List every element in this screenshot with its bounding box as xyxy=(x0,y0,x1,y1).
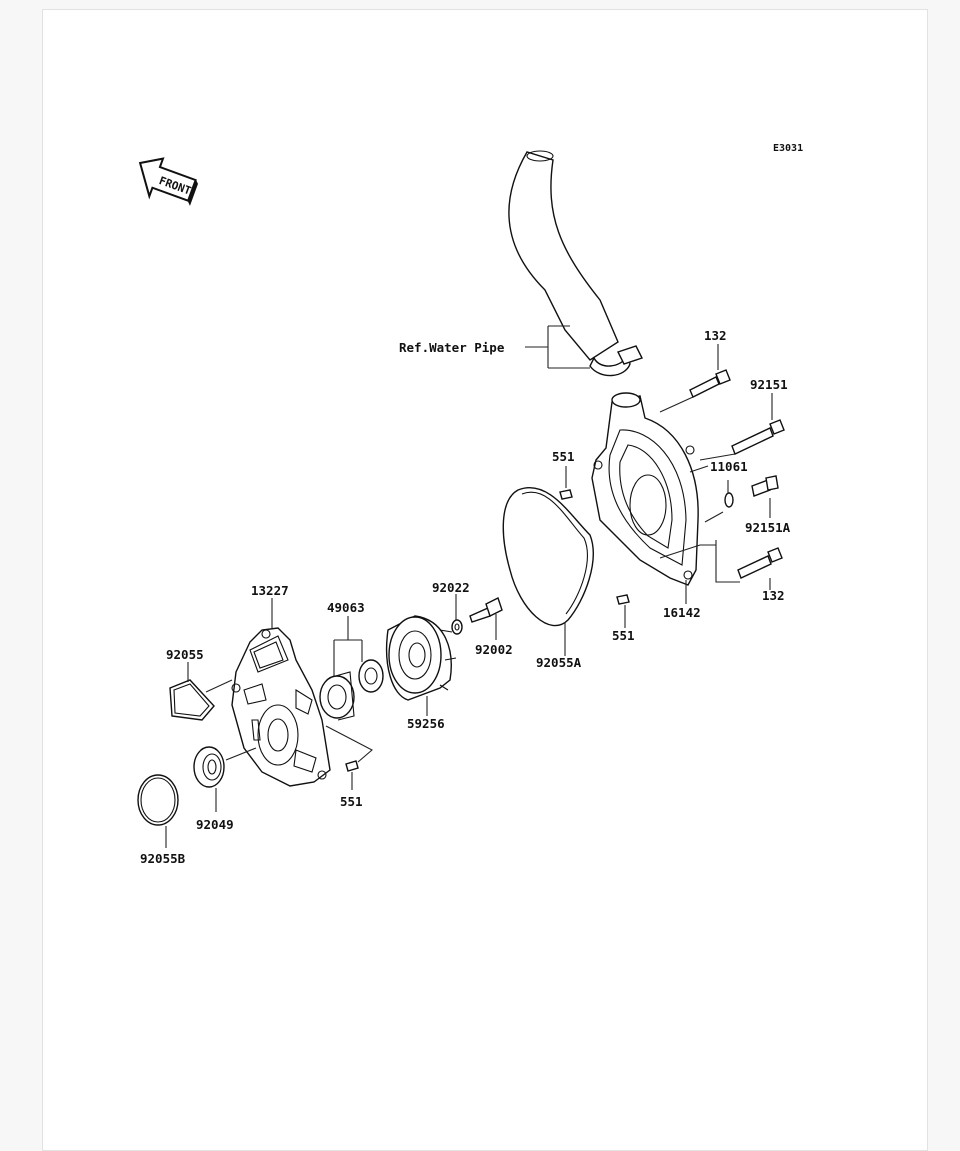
impeller-59256 xyxy=(385,615,457,701)
front-arrow: FRONT xyxy=(138,157,198,206)
label-59256: 59256 xyxy=(407,716,445,731)
bolt-132-upper xyxy=(689,369,731,398)
bolt-92151 xyxy=(731,419,785,455)
ref-water-pipe-label: Ref.Water Pipe xyxy=(399,340,505,355)
bolt-92002 xyxy=(469,597,503,623)
cover-13227 xyxy=(231,627,331,787)
water-pump-cover xyxy=(591,392,699,586)
part-labels: 132 92151 11061 551 92151A 132 16142 551… xyxy=(140,328,791,866)
label-551-upper: 551 xyxy=(552,449,575,464)
mechanical-seal-49063 xyxy=(319,659,384,721)
label-551-lower-left: 551 xyxy=(340,794,363,809)
label-92055B: 92055B xyxy=(140,851,186,866)
label-551-lower: 551 xyxy=(612,628,635,643)
label-92002: 92002 xyxy=(475,642,513,657)
bolt-92151A xyxy=(751,475,779,497)
label-132-lower: 132 xyxy=(762,588,785,603)
o-ring-92055B xyxy=(137,774,179,826)
label-92055: 92055 xyxy=(166,647,204,662)
label-92055A: 92055A xyxy=(536,655,582,670)
label-92022: 92022 xyxy=(432,580,470,595)
water-pipe-hose xyxy=(508,150,643,377)
label-13227: 13227 xyxy=(251,583,289,598)
bolt-132-lower xyxy=(737,547,783,579)
label-92151A: 92151A xyxy=(745,520,791,535)
label-11061: 11061 xyxy=(710,459,748,474)
label-132-upper: 132 xyxy=(704,328,727,343)
washer-11061 xyxy=(724,492,734,508)
oil-seal-92049 xyxy=(193,746,225,788)
o-ring-92055A xyxy=(502,487,594,627)
o-ring-92055 xyxy=(169,679,215,721)
dowel-551-lower-left xyxy=(345,760,359,772)
label-92049: 92049 xyxy=(196,817,234,832)
label-49063: 49063 xyxy=(327,600,365,615)
diagram-code: E3031 xyxy=(773,143,803,154)
label-16142: 16142 xyxy=(663,605,701,620)
washer-92022 xyxy=(451,619,463,635)
dowel-551-upper xyxy=(559,489,573,500)
dowel-551-lower xyxy=(616,594,630,605)
label-92151: 92151 xyxy=(750,377,788,392)
